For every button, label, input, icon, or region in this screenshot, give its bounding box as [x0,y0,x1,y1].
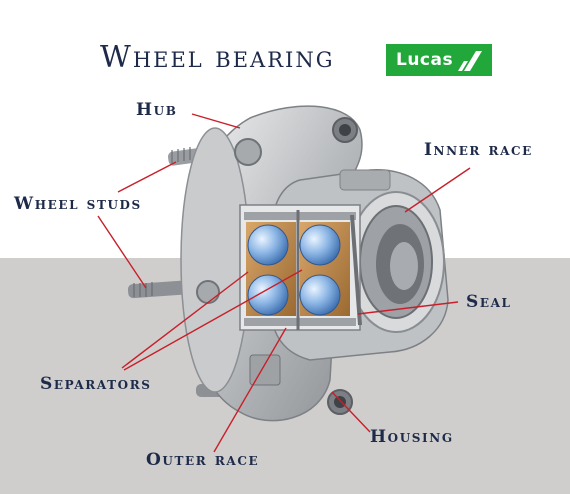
lucas-logo: Lucas [386,44,492,76]
leader-outer-race [213,327,287,453]
leader-hub [191,113,241,129]
label-inner-race: Inner race [424,140,533,160]
diagram-title: Wheel bearing [100,40,335,75]
label-outer-race: Outer race [146,450,260,470]
label-hub: Hub [136,100,178,120]
label-housing: Housing [370,427,454,447]
leader-housing [331,391,371,433]
leader-separators-2 [123,269,303,371]
cutaway-section-art [239,204,362,331]
logo-mark-icon [458,51,482,71]
leader-wheel-studs-lower [97,215,147,289]
leader-separators-1 [121,271,249,369]
inner-race-art [347,191,445,333]
leader-lines [97,113,471,453]
leader-wheel-studs-upper [117,161,177,193]
label-seal: Seal [466,292,512,312]
label-wheel-studs: Wheel studs [14,194,142,214]
label-separators: Separators [40,374,152,394]
logo-text: Lucas [396,50,454,70]
leader-seal [357,301,459,315]
leader-inner-race [404,167,471,213]
